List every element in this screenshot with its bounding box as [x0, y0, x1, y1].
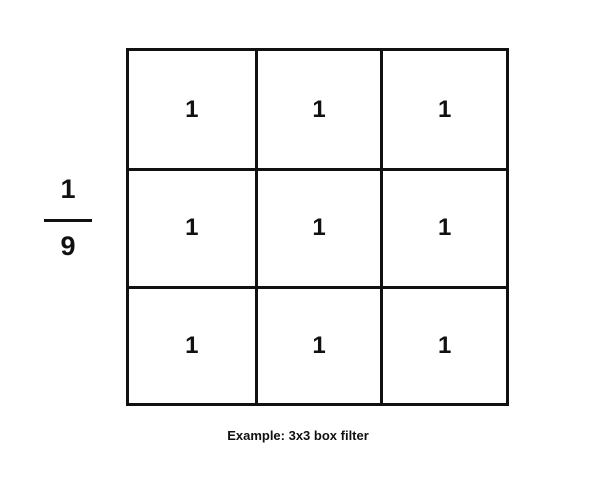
kernel-cell-r1-c1: 1	[254, 168, 381, 286]
normalization-fraction: 1 9	[44, 170, 92, 270]
kernel-cell-r0-c0: 1	[185, 95, 199, 123]
kernel-grid: 1 1 1 1 1 1 1 1 1	[126, 48, 509, 406]
caption: Example: 3x3 box filter	[227, 428, 369, 443]
kernel-cell-r1-c0: 1	[129, 168, 255, 285]
kernel-cell-r0-c2: 1	[380, 51, 506, 169]
kernel-cell-r2-c0: 1	[129, 285, 255, 403]
kernel-cell-r2-c1: 1	[254, 285, 381, 403]
kernel-cell-r1-c2: 1	[380, 168, 506, 286]
fraction-numerator: 1	[60, 174, 76, 204]
kernel-cell-r0-c1: 1	[254, 51, 381, 169]
kernel-cell-r2-c2: 1	[380, 285, 506, 403]
fraction-denominator: 9	[60, 231, 76, 261]
fraction-bar	[44, 219, 92, 222]
